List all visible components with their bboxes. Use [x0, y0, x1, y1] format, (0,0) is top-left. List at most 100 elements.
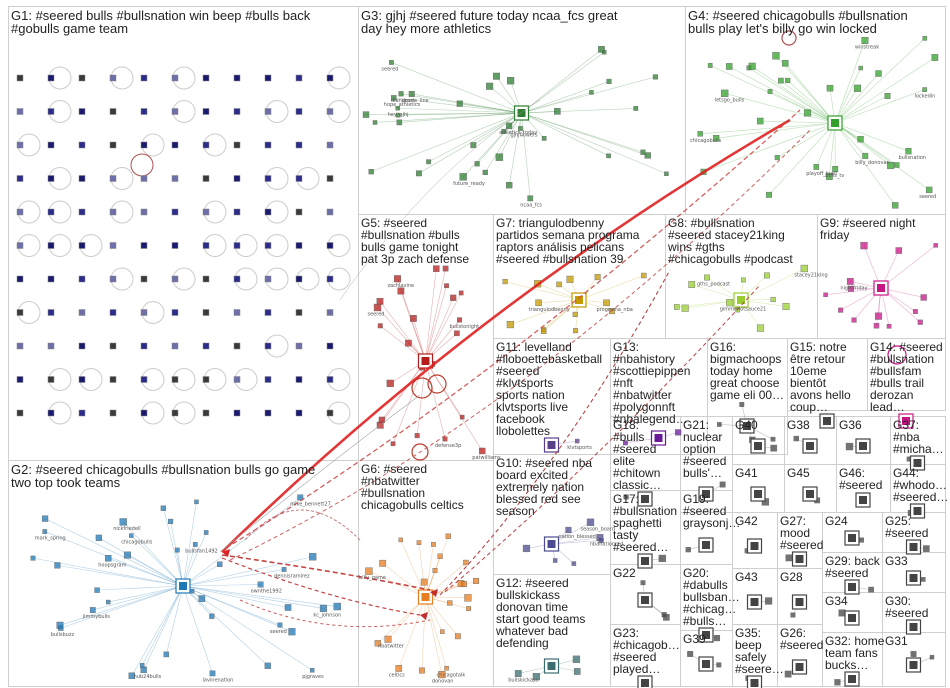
graph-node[interactable] [202, 108, 210, 115]
graph-node[interactable] [233, 309, 241, 316]
graph-node[interactable] [78, 409, 86, 417]
graph-node[interactable] [202, 376, 210, 383]
graph-node[interactable] [264, 242, 272, 249]
graph-node[interactable] [501, 128, 507, 134]
graph-node[interactable] [47, 74, 55, 82]
graph-node[interactable] [884, 93, 891, 99]
graph-node[interactable] [264, 342, 272, 350]
graph-node[interactable] [860, 241, 868, 250]
graph-node[interactable] [47, 309, 55, 316]
graph-node[interactable] [535, 299, 542, 307]
graph-node[interactable] [813, 164, 820, 170]
graph-node[interactable] [233, 242, 241, 249]
graph-node[interactable] [109, 275, 117, 283]
graph-node[interactable] [857, 135, 864, 143]
graph-node[interactable] [926, 186, 933, 194]
graph-node[interactable] [123, 551, 131, 559]
graph-node[interactable] [910, 651, 917, 657]
graph-node[interactable] [257, 581, 264, 588]
graph-node[interactable] [565, 526, 572, 534]
graph-node[interactable] [438, 670, 446, 679]
graph-node[interactable] [395, 112, 401, 118]
graph-node[interactable] [416, 540, 422, 545]
graph-node[interactable] [398, 91, 404, 97]
graph-node[interactable] [319, 604, 327, 612]
graph-node[interactable] [764, 597, 773, 605]
graph-node[interactable] [288, 628, 296, 636]
graph-node[interactable] [445, 533, 451, 539]
graph-node[interactable] [16, 141, 24, 149]
graph-node[interactable] [264, 409, 272, 417]
graph-node[interactable] [861, 37, 869, 44]
graph-node[interactable] [482, 169, 488, 176]
graph-node[interactable] [171, 275, 179, 283]
graph-node[interactable] [78, 309, 86, 316]
graph-node[interactable] [89, 607, 96, 613]
graph-node[interactable] [652, 74, 658, 80]
graph-node[interactable] [295, 242, 303, 249]
graph-node[interactable] [405, 339, 412, 347]
graph-node[interactable] [94, 587, 100, 593]
graph-node[interactable] [109, 409, 117, 417]
graph-node[interactable] [923, 545, 930, 552]
graph-node[interactable] [719, 481, 726, 488]
graph-node[interactable] [140, 141, 148, 149]
graph-node[interactable] [264, 275, 272, 283]
graph-node[interactable] [606, 78, 612, 84]
graph-node[interactable] [875, 70, 882, 77]
graph-node[interactable] [426, 159, 432, 165]
graph-node[interactable] [109, 208, 117, 216]
graph-node[interactable] [540, 328, 547, 334]
graph-node[interactable] [16, 242, 24, 249]
graph-node[interactable] [209, 670, 216, 677]
graph-node[interactable] [770, 436, 776, 442]
graph-node[interactable] [917, 319, 923, 325]
graph-node[interactable] [514, 670, 522, 677]
graph-node[interactable] [295, 74, 303, 82]
graph-node[interactable] [704, 274, 710, 281]
graph-node[interactable] [556, 281, 562, 288]
graph-node[interactable] [365, 567, 373, 575]
graph-node[interactable] [456, 317, 463, 323]
graph-node[interactable] [725, 63, 733, 70]
graph-node[interactable] [396, 119, 403, 126]
graph-node[interactable] [326, 74, 334, 82]
graph-node[interactable] [398, 537, 403, 543]
graph-node[interactable] [697, 131, 703, 137]
graph-node[interactable] [128, 672, 136, 679]
graph-node[interactable] [456, 100, 463, 107]
graph-node[interactable] [713, 635, 721, 642]
graph-node[interactable] [397, 287, 405, 295]
graph-node[interactable] [368, 169, 374, 175]
graph-node[interactable] [473, 577, 480, 585]
graph-node[interactable] [756, 117, 764, 125]
graph-node[interactable] [376, 297, 384, 305]
graph-node[interactable] [105, 555, 112, 562]
graph-node[interactable] [506, 321, 514, 329]
graph-node[interactable] [868, 586, 874, 593]
graph-node[interactable] [95, 534, 102, 541]
graph-node[interactable] [264, 309, 272, 316]
graph-node[interactable] [16, 342, 24, 350]
graph-node[interactable] [838, 609, 846, 617]
graph-node[interactable] [129, 533, 134, 538]
graph-node[interactable] [895, 247, 903, 254]
graph-node[interactable] [858, 65, 863, 71]
graph-node[interactable] [326, 242, 334, 249]
graph-node[interactable] [431, 542, 436, 547]
graph-node[interactable] [384, 635, 392, 643]
graph-node[interactable] [716, 662, 722, 668]
graph-node[interactable] [326, 309, 334, 316]
graph-node[interactable] [47, 409, 55, 417]
graph-node[interactable] [109, 342, 117, 350]
graph-node[interactable] [310, 668, 315, 673]
graph-node[interactable] [572, 311, 578, 317]
graph-node[interactable] [233, 175, 241, 182]
graph-node[interactable] [202, 208, 210, 216]
graph-node[interactable] [931, 54, 939, 61]
graph-node[interactable] [418, 667, 425, 674]
graph-node[interactable] [834, 679, 841, 686]
graph-node[interactable] [782, 303, 790, 310]
graph-node[interactable] [748, 62, 756, 70]
graph-node[interactable] [171, 208, 179, 216]
